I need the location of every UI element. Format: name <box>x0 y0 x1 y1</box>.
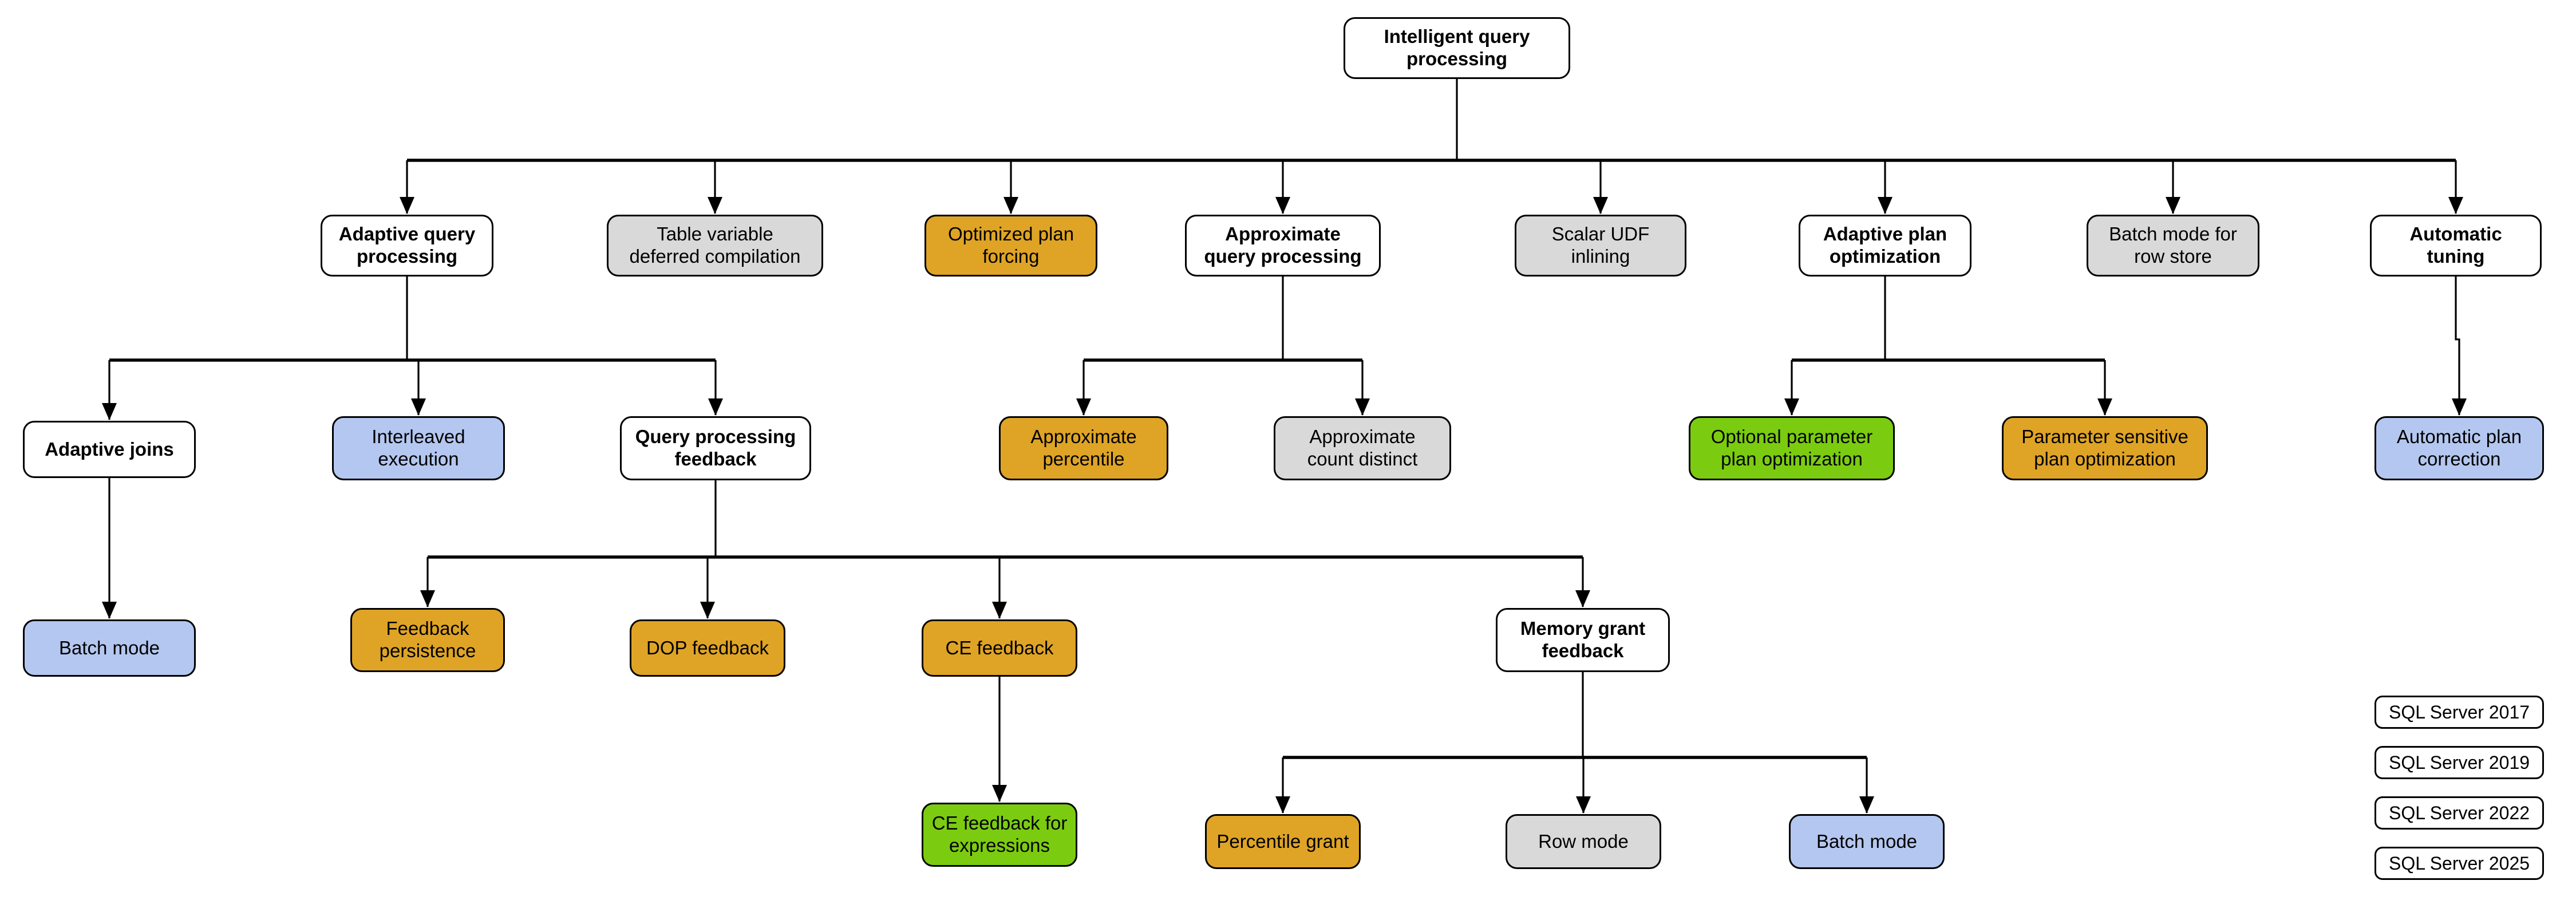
node-feedback-persistence[interactable]: Feedback persistence <box>350 608 505 672</box>
arrowhead-table-var-defer <box>708 197 722 214</box>
arrowhead-adaptive-joins <box>102 403 117 420</box>
arrowhead-param-sensitive-plan <box>2097 398 2112 416</box>
node-batch-mode-rowstore[interactable]: Batch mode for row store <box>2087 215 2259 277</box>
node-auto-plan-correction[interactable]: Automatic plan correction <box>2374 416 2544 480</box>
arrowhead-feedback-persistence <box>420 590 435 607</box>
legend-item-2022: SQL Server 2022 <box>2374 796 2544 830</box>
node-batch-mode-mgf[interactable]: Batch mode <box>1789 814 1945 869</box>
arrowhead-optional-param-plan <box>1784 398 1799 416</box>
node-param-sensitive-plan[interactable]: Parameter sensitive plan optimization <box>2002 416 2208 480</box>
node-query-proc-feedback[interactable]: Query processing feedback <box>620 416 811 480</box>
node-ce-feedback-expr[interactable]: CE feedback for expressions <box>922 803 1077 867</box>
arrowhead-query-proc-feedback <box>708 398 723 416</box>
arrowhead-auto-plan-correction <box>2452 398 2467 416</box>
node-adaptive-qp[interactable]: Adaptive query processing <box>321 215 493 277</box>
node-adaptive-plan-opt[interactable]: Adaptive plan optimization <box>1799 215 1971 277</box>
node-optional-param-plan[interactable]: Optional parameter plan optimization <box>1689 416 1895 480</box>
arrowhead-memory-grant-feedback <box>1575 590 1590 607</box>
node-adaptive-joins[interactable]: Adaptive joins <box>23 421 196 478</box>
arrowhead-interleaved-exec <box>411 398 426 416</box>
arrowhead-approx-count-distinct <box>1355 398 1370 416</box>
arrowhead-scalar-udf <box>1593 197 1608 214</box>
arrowhead-adaptive-plan-opt <box>1878 197 1893 214</box>
arrowhead-adaptive-qp <box>400 197 414 214</box>
edge-automatic-tuning-to-auto-plan-correction <box>2455 277 2460 415</box>
arrowhead-ce-feedback-expr <box>992 785 1007 802</box>
node-optimized-plan-force[interactable]: Optimized plan forcing <box>924 215 1097 277</box>
node-automatic-tuning[interactable]: Automatic tuning <box>2370 215 2542 277</box>
arrowhead-batch-mode-rowstore <box>2166 197 2180 214</box>
node-ce-feedback[interactable]: CE feedback <box>922 619 1077 677</box>
arrowhead-ce-feedback <box>992 602 1007 619</box>
node-memory-grant-feedback[interactable]: Memory grant feedback <box>1496 608 1670 672</box>
arrowhead-batch-mode-mgf <box>1859 796 1874 814</box>
node-batch-mode-aj[interactable]: Batch mode <box>23 619 196 677</box>
arrowhead-row-mode <box>1576 796 1591 814</box>
arrowhead-optimized-plan-force <box>1003 197 1018 214</box>
arrowhead-approx-percentile <box>1076 398 1091 416</box>
arrowhead-approx-qp <box>1275 197 1290 214</box>
node-approx-qp[interactable]: Approximate query processing <box>1185 215 1381 277</box>
node-approx-percentile[interactable]: Approximate percentile <box>999 416 1168 480</box>
arrowhead-percentile-grant <box>1275 796 1290 814</box>
legend-item-2025: SQL Server 2025 <box>2374 847 2544 880</box>
node-root[interactable]: Intelligent query processing <box>1344 17 1570 79</box>
node-row-mode[interactable]: Row mode <box>1506 814 1661 869</box>
legend-item-2017: SQL Server 2017 <box>2374 696 2544 729</box>
node-dop-feedback[interactable]: DOP feedback <box>630 619 785 677</box>
arrowhead-automatic-tuning <box>2448 197 2463 214</box>
legend-item-2019: SQL Server 2019 <box>2374 746 2544 779</box>
arrowhead-dop-feedback <box>700 602 715 619</box>
node-approx-count-distinct[interactable]: Approximate count distinct <box>1274 416 1451 480</box>
node-table-var-defer[interactable]: Table variable deferred compilation <box>607 215 823 277</box>
node-scalar-udf[interactable]: Scalar UDF inlining <box>1515 215 1686 277</box>
node-interleaved-exec[interactable]: Interleaved execution <box>332 416 505 480</box>
arrowhead-batch-mode-aj <box>102 602 117 619</box>
node-percentile-grant[interactable]: Percentile grant <box>1205 814 1361 869</box>
